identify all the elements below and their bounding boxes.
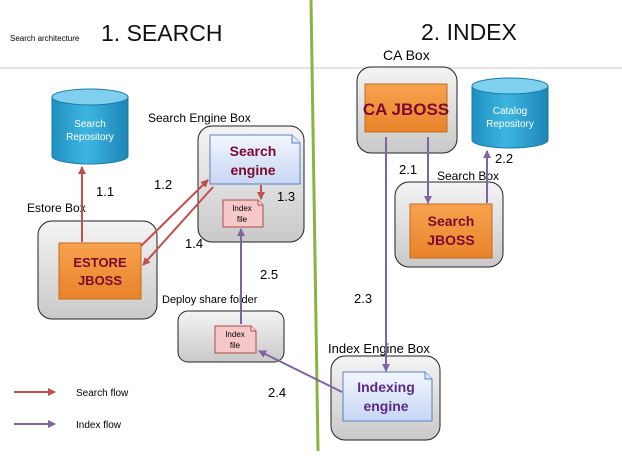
ca-box-label: CA Box <box>383 47 430 63</box>
ca-jboss-node: CA JBOSS <box>363 83 449 133</box>
estore-jboss-label-1: ESTORE <box>73 255 127 270</box>
step-1-3: 1.3 <box>277 189 295 204</box>
section-divider <box>309 0 320 452</box>
legend-search-flow-label: Search flow <box>76 388 129 399</box>
arrow-2-4 <box>258 350 343 393</box>
ca-jboss-label: CA JBOSS <box>363 100 449 119</box>
search-jboss-label-1: Search <box>428 213 475 229</box>
step-1-2: 1.2 <box>154 177 172 192</box>
index-file-1-label-2: file <box>237 215 248 224</box>
search-repository-cylinder: Search Repository <box>51 88 129 165</box>
step-2-3: 2.3 <box>354 291 372 306</box>
index-engine-box-label: Index Engine Box <box>328 341 430 356</box>
step-2-1: 2.1 <box>399 162 417 177</box>
search-jboss-label-2: JBOSS <box>427 232 474 248</box>
section-title-index: 2. INDEX <box>421 19 517 45</box>
search-jboss-node: Search JBOSS <box>409 203 493 259</box>
step-2-2: 2.2 <box>495 151 513 166</box>
arrow-1-2 <box>140 179 209 247</box>
small-title: Search architecture <box>10 34 80 43</box>
arrow-1-4 <box>142 186 214 266</box>
catalog-repository-cylinder: Catalog Repository <box>471 77 549 149</box>
catalog-repository-label-2: Repository <box>486 119 534 130</box>
index-file-1-label-1: Index <box>232 204 252 213</box>
indexing-engine-label-2: engine <box>363 398 408 414</box>
search-engine-node: Search engine <box>209 134 301 185</box>
deploy-share-folder-label: Deploy share folder <box>162 294 258 306</box>
section-title-search: 1. SEARCH <box>101 20 222 46</box>
estore-jboss-label-2: JBOSS <box>78 273 122 288</box>
step-2-5: 2.5 <box>260 267 278 282</box>
search-engine-label-1: Search <box>230 143 277 159</box>
search-box-label: Search Box <box>437 169 499 183</box>
index-file-node-1: Index file <box>222 199 264 228</box>
catalog-repository-label-1: Catalog <box>493 106 527 117</box>
legend: Search flow Index flow <box>14 388 129 431</box>
indexing-engine-node: Indexing engine <box>342 371 433 422</box>
step-2-4: 2.4 <box>268 385 286 400</box>
index-file-2-label-2: file <box>230 341 241 350</box>
step-1-1: 1.1 <box>96 184 114 199</box>
index-file-2-label-1: Index <box>225 330 245 339</box>
estore-jboss-node: ESTORE JBOSS <box>58 242 142 300</box>
estore-box-label: Estore Box <box>27 201 86 215</box>
search-engine-label-2: engine <box>230 162 275 178</box>
search-repository-label-2: Repository <box>66 132 114 143</box>
step-1-4: 1.4 <box>185 236 203 251</box>
index-file-node-2: Index file <box>214 325 257 354</box>
search-engine-box-label: Search Engine Box <box>148 111 251 125</box>
legend-index-flow-label: Index flow <box>76 420 122 431</box>
search-repository-label-1: Search <box>74 119 106 130</box>
indexing-engine-label-1: Indexing <box>357 379 415 395</box>
